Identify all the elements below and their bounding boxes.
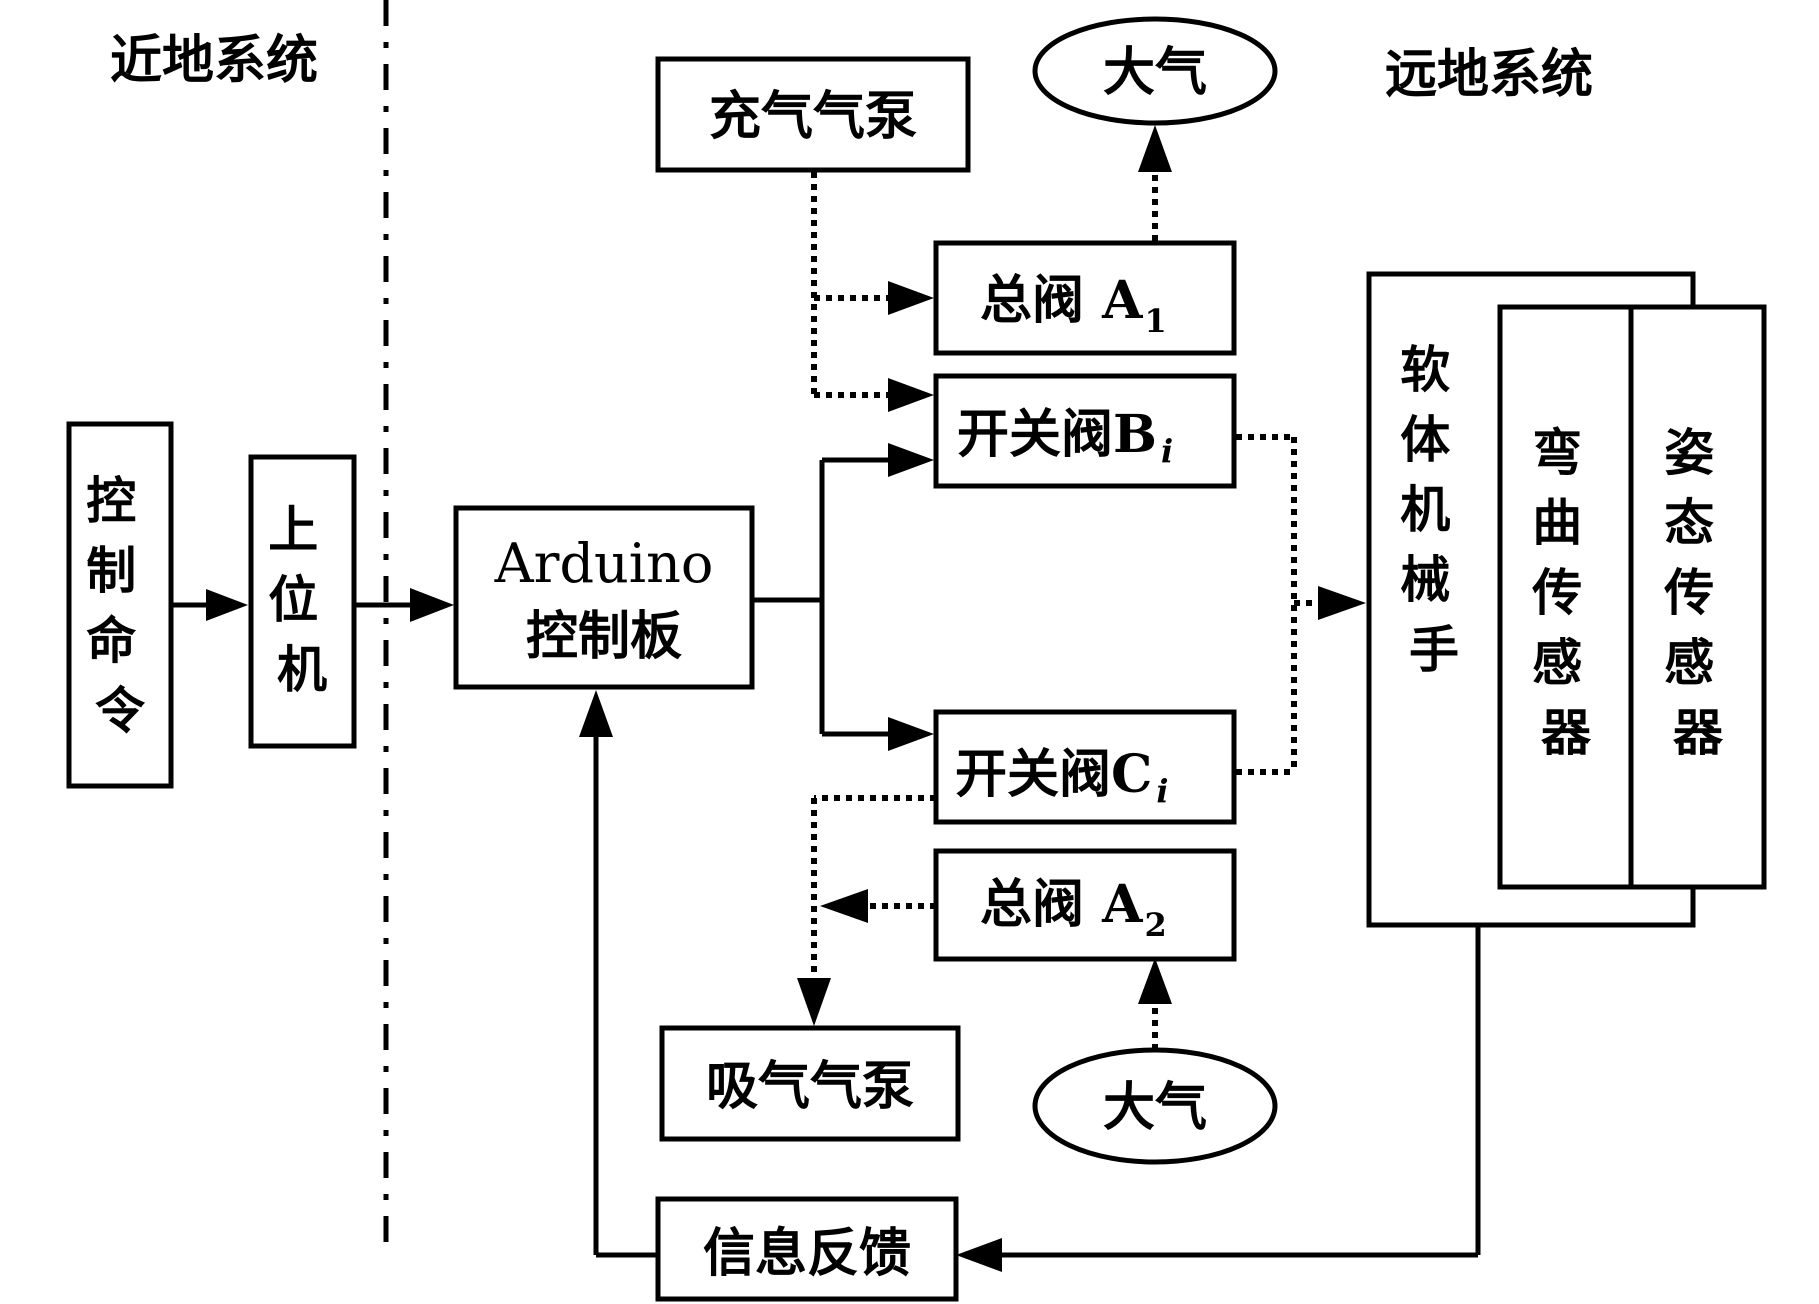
- inflation-pump-box[interactable]: 充气气泵: [655, 56, 971, 173]
- svg-text:姿 态 传 感: 姿 态 传 感 器: [1663, 423, 1731, 762]
- svg-text:大气: 大气: [1103, 42, 1207, 103]
- svg-text:弯 曲 传 感: 弯 曲 传 感 器: [1531, 423, 1599, 762]
- main-valve-a2-box[interactable]: 总阀 A2: [933, 848, 1237, 962]
- svg-text:控 制 命 令: 控 制 命 令: [86, 471, 153, 740]
- svg-text:充气气泵: 充气气泵: [709, 86, 917, 147]
- svg-text:Arduino: Arduino: [494, 532, 714, 595]
- near-ground-system-heading: 近地系统: [110, 30, 318, 91]
- bending-sensor-box[interactable]: 弯 曲 传 感 器: [1497, 304, 1634, 890]
- atmosphere-top-ellipse[interactable]: 大气: [1032, 16, 1278, 126]
- arduino-control-board-box[interactable]: Arduino 控制板: [453, 505, 755, 690]
- svg-text:上 位 机: 上 位 机: [268, 500, 335, 699]
- svg-text:总阀 A1: 总阀 A1: [980, 270, 1167, 340]
- info-feedback-box[interactable]: 信息反馈: [655, 1196, 959, 1302]
- atmosphere-bottom-ellipse[interactable]: 大气: [1032, 1047, 1278, 1165]
- arrow-switch-valves-to-manipulator: [1236, 434, 1366, 775]
- arrow-inflation-pump-to-valves: [811, 172, 934, 412]
- svg-text:大气: 大气: [1103, 1077, 1207, 1138]
- suction-pump-box[interactable]: 吸气气泵: [659, 1025, 961, 1142]
- far-ground-system-heading: 远地系统: [1385, 44, 1593, 105]
- svg-text:控制板: 控制板: [526, 606, 682, 667]
- arrow-a1-to-atmosphere: [1138, 125, 1172, 241]
- host-computer-box[interactable]: 上 位 机: [248, 454, 357, 749]
- arrow-host-to-arduino: [354, 588, 454, 622]
- soft-manipulator-label: 软 体 机 械 手: [1400, 340, 1467, 679]
- arrow-command-to-host: [171, 589, 248, 621]
- control-command-box[interactable]: 控 制 命 令: [66, 421, 174, 789]
- svg-text:总阀 A2: 总阀 A2: [980, 874, 1167, 944]
- arrow-feedback-loop: [579, 690, 1481, 1272]
- arrow-atmosphere-to-a2: [1138, 958, 1172, 1050]
- svg-text:软 体 机 械: 软 体 机 械 手: [1400, 340, 1467, 679]
- main-valve-a1-box[interactable]: 总阀 A1: [933, 240, 1237, 356]
- svg-text:信息反馈: 信息反馈: [703, 1223, 911, 1284]
- arrow-valves-to-suction-pump: [797, 795, 936, 1026]
- svg-text:吸气气泵: 吸气气泵: [706, 1056, 914, 1117]
- arrow-arduino-to-switch-valves: [752, 443, 934, 751]
